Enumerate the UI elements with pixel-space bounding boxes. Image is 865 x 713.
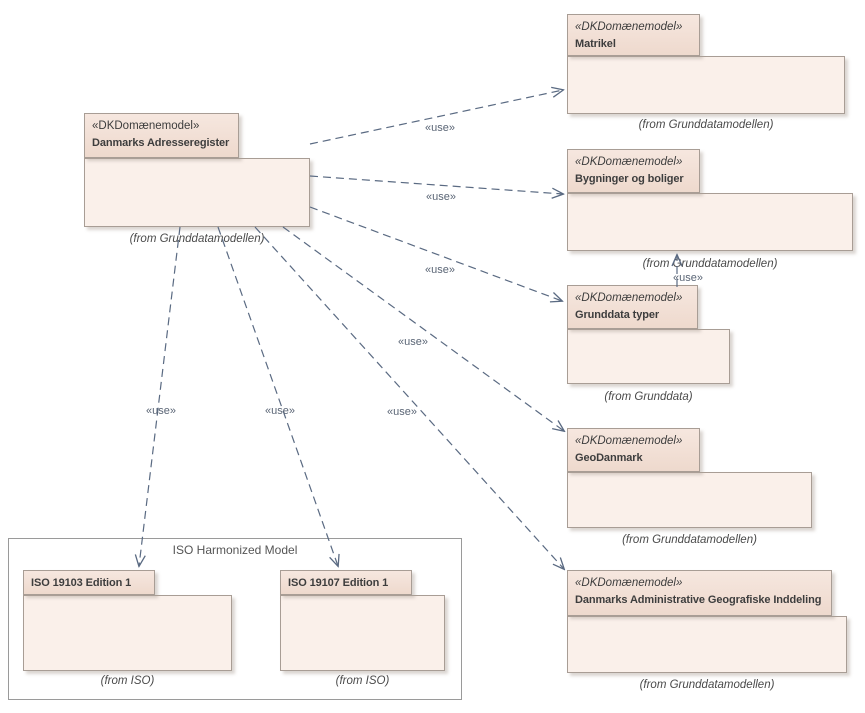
package-caption: (from ISO) bbox=[100, 675, 155, 687]
use-edge-label: «use» bbox=[265, 405, 295, 417]
package-name: GeoDanmark bbox=[575, 452, 643, 465]
package-name: ISO 19103 Edition 1 bbox=[31, 577, 132, 589]
package-caption: (from ISO) bbox=[335, 675, 390, 687]
boundary-label: ISO Harmonized Model bbox=[172, 543, 298, 557]
use-edge-label: «use» bbox=[146, 405, 176, 417]
use-edge-label: «use» bbox=[425, 122, 455, 134]
use-edge-label: «use» bbox=[673, 272, 703, 284]
package-stereotype: «DKDomænemodel» bbox=[575, 577, 683, 589]
use-arrow-to-matrikel[interactable] bbox=[309, 90, 563, 145]
use-arrow-to-dagi[interactable] bbox=[254, 226, 564, 569]
use-edge-label: «use» bbox=[398, 336, 428, 348]
package-caption: (from Grunddatamodellen) bbox=[638, 119, 774, 131]
package-stereotype: «DKDomænemodel» bbox=[575, 21, 683, 33]
package-name: ISO 19107 Edition 1 bbox=[288, 577, 389, 589]
package-name: Danmarks Administrative Geografiske Indd… bbox=[575, 594, 822, 607]
use-arrow-to-iso-19107[interactable] bbox=[217, 226, 338, 566]
package-stereotype: «DKDomænemodel» bbox=[575, 156, 683, 168]
use-arrow-to-grunddata-typer[interactable] bbox=[309, 206, 562, 301]
package-caption: (from Grunddatamodellen) bbox=[129, 233, 265, 245]
use-edge-label: «use» bbox=[425, 264, 455, 276]
package-caption: (from Grunddatamodellen) bbox=[622, 534, 757, 546]
package-caption: (from Grunddatamodellen) bbox=[639, 679, 775, 691]
use-arrow-to-geodanmark[interactable] bbox=[282, 226, 564, 431]
package-stereotype: «DKDomænemodel» bbox=[575, 435, 683, 447]
package-name: Danmarks Adresseregister bbox=[92, 137, 230, 150]
package-name: Matrikel bbox=[575, 38, 616, 51]
package-name: Grunddata typer bbox=[575, 309, 660, 322]
package-caption: (from Grunddatamodellen) bbox=[642, 258, 778, 270]
package-stereotype: «DKDomænemodel» bbox=[575, 292, 683, 304]
use-edge-label: «use» bbox=[426, 191, 456, 203]
package-caption: (from Grunddata) bbox=[604, 391, 693, 403]
use-edge-label: «use» bbox=[387, 406, 417, 418]
use-arrow-to-iso-19103[interactable] bbox=[139, 226, 181, 566]
package-stereotype: «DKDomænemodel» bbox=[92, 120, 200, 132]
package-name: Bygninger og boliger bbox=[575, 173, 684, 186]
